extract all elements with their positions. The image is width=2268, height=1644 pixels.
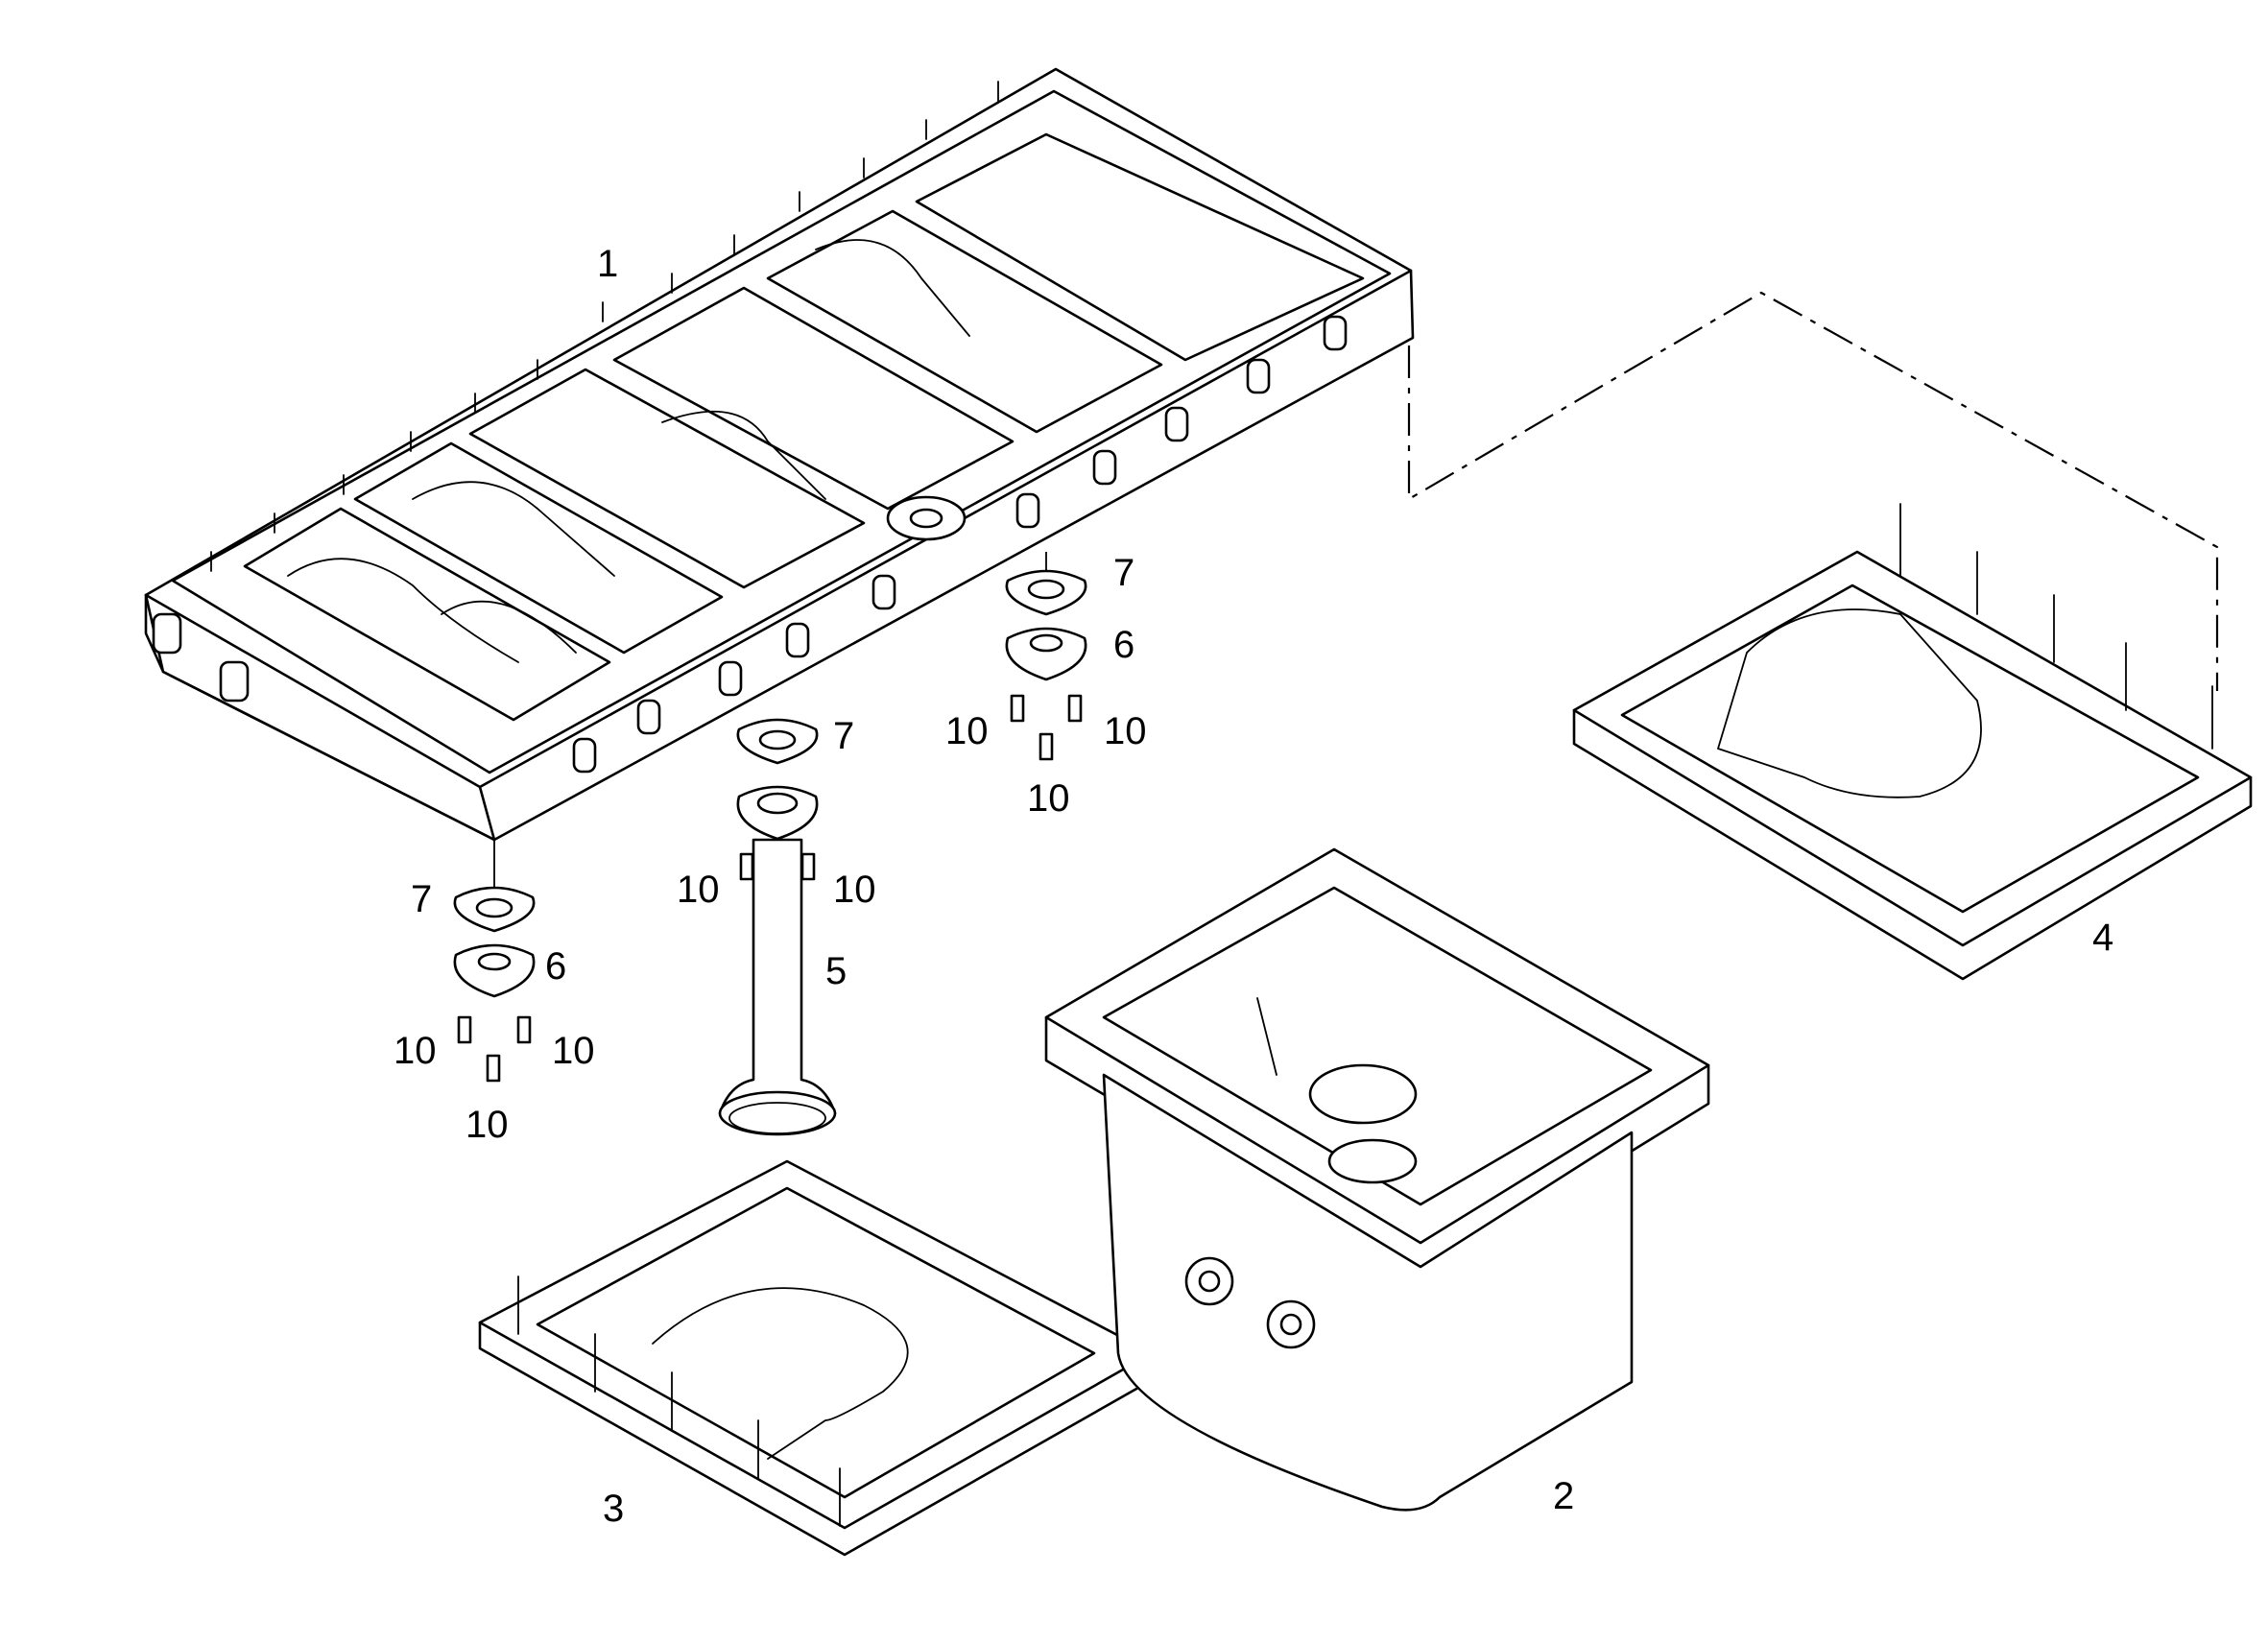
part-5-oil-suction-pipe — [718, 718, 837, 1136]
callout-3: 3 — [603, 1488, 624, 1530]
callout-10-h: 10 — [466, 1104, 509, 1146]
suction-flange-stack-right — [1005, 552, 1087, 761]
callout-10-a: 10 — [945, 710, 989, 752]
callout-7-right: 7 — [1113, 552, 1134, 594]
callout-6-right: 6 — [1113, 624, 1134, 666]
callout-5: 5 — [825, 950, 847, 992]
callout-10-e: 10 — [833, 869, 876, 911]
callout-6-left: 6 — [545, 945, 566, 988]
part-2-deep-oil-pan — [1044, 847, 1710, 1512]
part-1-upper-oil-pan-frame — [144, 67, 1415, 842]
callout-4: 4 — [2092, 917, 2113, 959]
callout-10-c: 10 — [1027, 777, 1070, 820]
part-3-shallow-oil-pan — [478, 1159, 1154, 1557]
callout-10-f: 10 — [394, 1030, 437, 1072]
callout-10-g: 10 — [552, 1030, 595, 1072]
callout-1: 1 — [597, 243, 618, 285]
callout-7-left: 7 — [411, 878, 432, 920]
part-4-upper-oil-pan — [1572, 503, 2253, 981]
suction-flange-stack-left — [453, 840, 536, 1083]
callout-2: 2 — [1553, 1475, 1574, 1517]
assembly-leader-line — [1407, 291, 2219, 691]
callout-10-b: 10 — [1104, 710, 1147, 752]
callout-10-d: 10 — [677, 869, 720, 911]
callout-7-center: 7 — [833, 715, 854, 757]
